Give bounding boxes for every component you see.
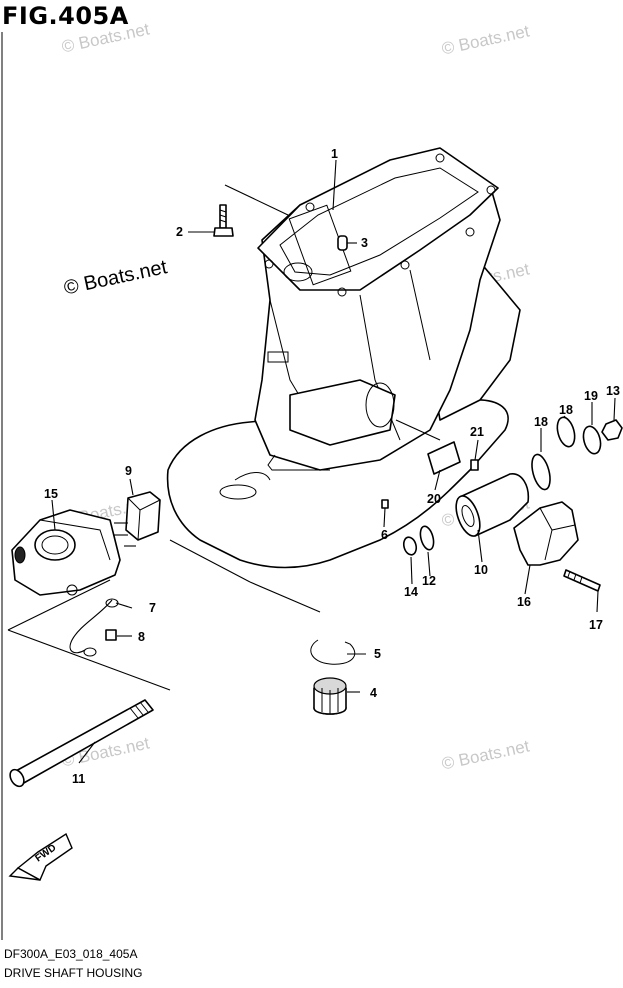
bracket-hole (14, 546, 26, 564)
flange-bolt-hole (465, 227, 475, 237)
callout-14: 14 (404, 585, 418, 599)
long-bolt-thread (129, 701, 149, 719)
housing-top-flange (257, 147, 499, 291)
bolt-17-thread (567, 570, 583, 584)
callout-3: 3 (361, 236, 368, 250)
bracket-edge (39, 519, 111, 561)
wire-terminal (83, 647, 97, 657)
figure-title: FIG.405A (2, 2, 129, 30)
long-bolt-head (9, 768, 25, 788)
callout-2: 2 (176, 225, 183, 239)
nut-13 (601, 419, 623, 441)
callout-6: 6 (381, 528, 388, 542)
rubber-mount (125, 491, 161, 541)
callout-19: 19 (584, 389, 598, 403)
bolt-thread (219, 209, 227, 223)
callout-15: 15 (44, 487, 58, 501)
anti-ventilation-plate (166, 399, 509, 569)
bracket-hole (66, 584, 78, 596)
leader-lines (7, 159, 616, 764)
callout-21: 21 (470, 425, 484, 439)
housing-stud (267, 351, 289, 363)
callout-10: 10 (474, 563, 488, 577)
mount-end-bore (461, 505, 475, 527)
callout-7: 7 (149, 601, 156, 615)
callout-13: 13 (606, 384, 620, 398)
flange-bolt-hole (305, 202, 315, 212)
flange-bolt-hole (400, 260, 410, 270)
washer-18 (556, 416, 576, 448)
flange-bolt-hole (337, 287, 347, 297)
spacer-18 (531, 453, 551, 491)
spacer-plate-20 (427, 441, 461, 475)
mount-bracket-16 (513, 501, 579, 566)
callout-16: 16 (517, 595, 531, 609)
mount-bracket-edge (539, 507, 576, 561)
figure-code: DF300A_E03_018_405A (4, 947, 138, 961)
housing-port (283, 262, 313, 282)
ground-screw (105, 629, 117, 641)
housing-mount-boss (289, 379, 396, 446)
callout-labels: 1 2 3 4 5 6 7 8 9 10 11 12 13 14 15 16 1… (44, 147, 620, 786)
washer-12 (419, 525, 435, 551)
screw-21 (470, 459, 479, 471)
wire-terminal (105, 598, 119, 608)
callout-18: 18 (534, 415, 548, 429)
bracket-bore (34, 529, 76, 561)
dowel-pin (337, 235, 348, 251)
plate-detail (234, 472, 271, 481)
washer-14 (402, 536, 418, 556)
forward-arrow-icon: FWD (8, 832, 73, 881)
figure-name: DRIVE SHAFT HOUSING (4, 966, 143, 980)
callout-1: 1 (331, 147, 338, 161)
bolt-head (213, 227, 234, 237)
plate-hole (219, 484, 257, 500)
washer-19 (582, 425, 602, 455)
bracket-bore-inner (41, 535, 69, 555)
callout-11: 11 (72, 772, 85, 786)
mount-end-face (455, 495, 481, 537)
callout-18-b: 18 (559, 403, 573, 417)
screw-6 (381, 499, 389, 509)
flange-bolt-hole (435, 153, 445, 163)
callout-8: 8 (138, 630, 145, 644)
callout-4: 4 (370, 686, 377, 700)
flange-inner (279, 167, 479, 276)
callout-17: 17 (589, 618, 603, 632)
mount-bore (365, 382, 395, 428)
callout-5: 5 (374, 647, 381, 661)
flange-bolt-hole (486, 185, 496, 195)
flange-bolt-hole (264, 259, 274, 269)
rubber-mount-edge (127, 497, 161, 541)
housing-base (267, 454, 330, 471)
callout-12: 12 (422, 574, 436, 588)
callout-9: 9 (125, 464, 132, 478)
circlip (310, 639, 356, 665)
ground-wire (69, 599, 113, 654)
nut-flutes (321, 688, 339, 714)
callout-20: 20 (427, 492, 441, 506)
